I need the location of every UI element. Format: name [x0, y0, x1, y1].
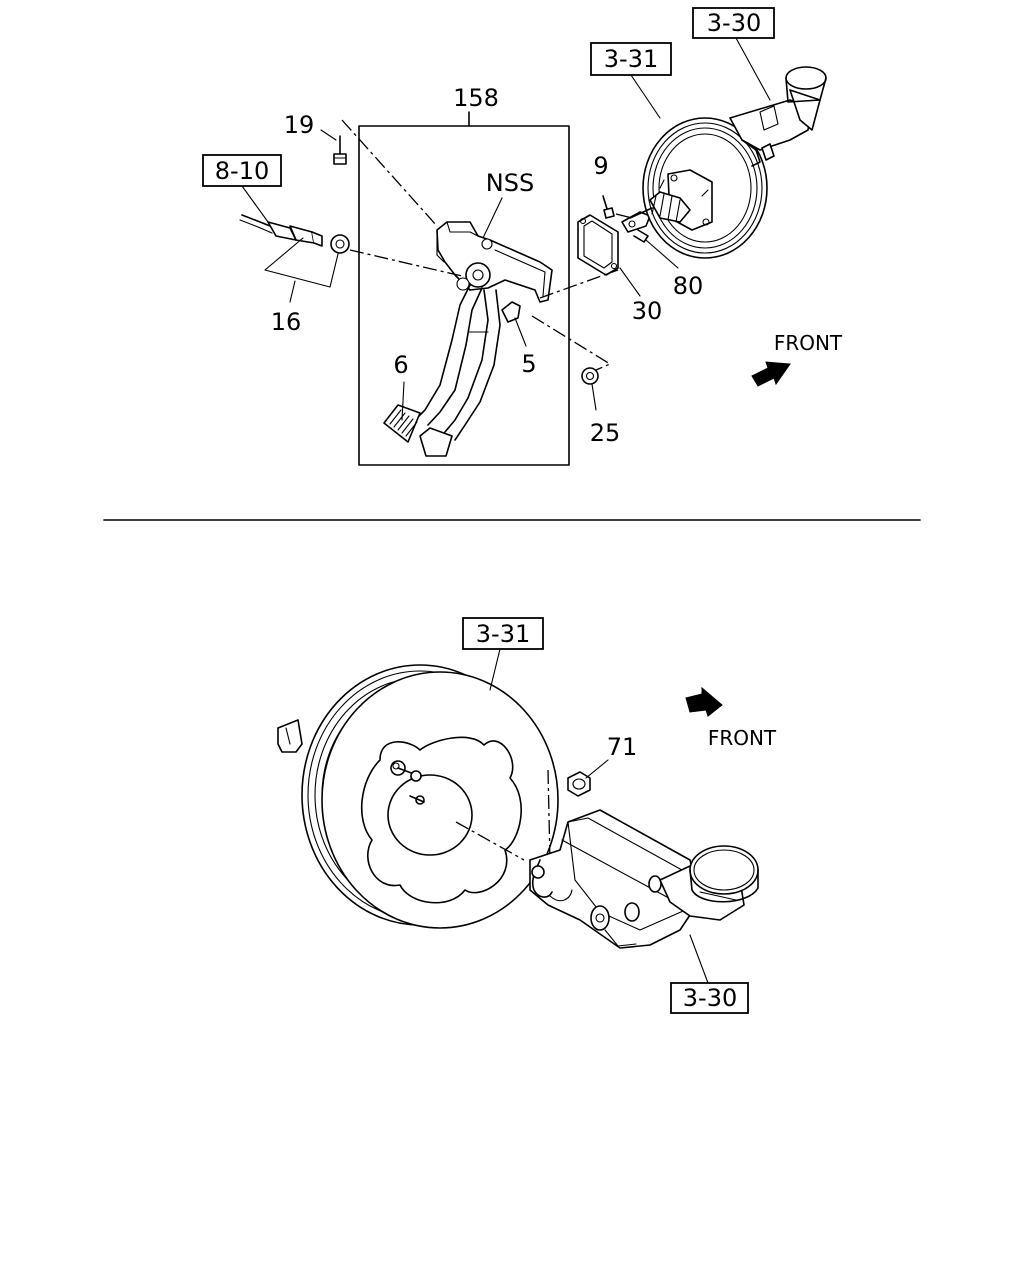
brake-pedal-pad [419, 427, 453, 457]
top-diagram: 158 5 [202, 7, 843, 466]
part-label-80: 80 [673, 272, 704, 300]
part-label-71: 71 [607, 733, 638, 761]
part-label-6: 6 [393, 351, 408, 379]
leader-3-31-top [630, 74, 661, 119]
clutch-pedal-pad [383, 404, 421, 443]
front-label-top: FRONT [774, 331, 843, 355]
ref-box-3-30-bottom [670, 982, 749, 1014]
arrow-front-icon [685, 686, 723, 717]
ref-box-8-10 [202, 154, 282, 187]
clevis-80 [621, 211, 651, 243]
part-label-158: 158 [453, 84, 499, 112]
leader-3-30-top [735, 37, 771, 101]
front-label-bottom: FRONT [708, 726, 777, 750]
centerline-nut-25 [531, 315, 612, 371]
ref-label-3-30-bottom: 3-30 [683, 984, 737, 1012]
brake-booster-top [629, 117, 768, 259]
leader-80 [645, 239, 679, 269]
part-label-9: 9 [593, 152, 608, 180]
centerline-19 [341, 119, 438, 227]
pin-9 [602, 195, 615, 219]
pedal-assembly-frame [358, 125, 570, 466]
ref-label-8-10: 8-10 [215, 157, 269, 185]
arrow-front-icon [751, 361, 791, 387]
ref-label-3-30-top: 3-30 [707, 9, 761, 37]
brake-booster-bottom [277, 664, 559, 929]
clutch-pedal [383, 284, 483, 443]
leader-25 [591, 383, 597, 411]
part-label-nss: NSS [486, 169, 534, 197]
leader-16 [264, 237, 339, 288]
centerline-switch [349, 249, 463, 277]
ref-box-3-31-bottom [462, 617, 544, 650]
nut-71 [567, 771, 591, 797]
master-cylinder-top [729, 66, 827, 167]
leader-19 [320, 129, 337, 141]
pedal-stopper [501, 301, 521, 323]
leader-nss [482, 197, 503, 239]
reservoir-bottom [659, 845, 759, 921]
ref-box-3-30-top [692, 7, 775, 39]
gasket-30 [577, 214, 619, 276]
centerline-71 [547, 769, 551, 863]
part-label-19: 19 [284, 111, 315, 139]
bottom-diagram: 3-31 71 [277, 617, 777, 1014]
centerline-gasket [539, 269, 619, 299]
leader-5 [514, 317, 527, 347]
master-cylinder-bottom [529, 809, 701, 949]
part-label-30: 30 [632, 297, 663, 325]
leader-8-10 [241, 185, 269, 223]
stop-lamp-switch [239, 214, 323, 247]
bolt-19 [333, 135, 347, 165]
switch-nut [330, 234, 350, 254]
leader-30 [619, 267, 641, 297]
pedal-bracket [436, 221, 553, 303]
brake-pedal [419, 289, 501, 457]
part-label-5: 5 [521, 350, 536, 378]
leader-71 [585, 759, 609, 779]
leader-6 [401, 381, 405, 421]
ref-label-3-31-top: 3-31 [604, 45, 658, 73]
ref-label-3-31-bottom: 3-31 [476, 620, 530, 648]
leader-3-31-bottom [489, 648, 501, 691]
part-label-16: 16 [271, 308, 302, 336]
part-label-25: 25 [590, 419, 621, 447]
nut-25 [581, 367, 599, 385]
leader-3-30-bottom [689, 934, 709, 984]
